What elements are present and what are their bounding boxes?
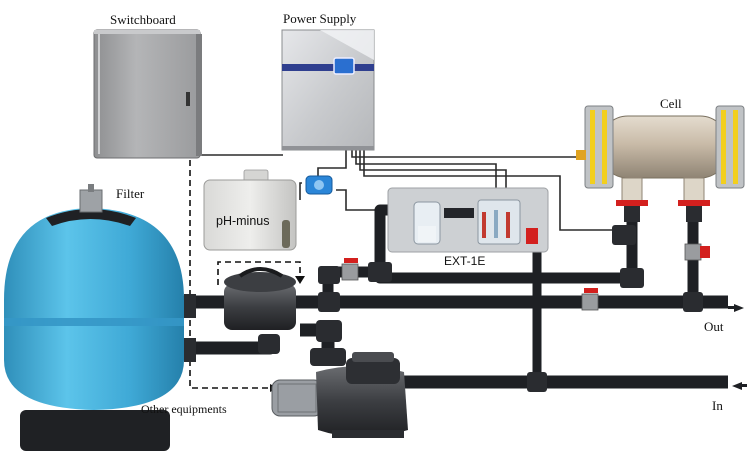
pump-basket-lid bbox=[352, 352, 394, 362]
label-switchboard: Switchboard bbox=[110, 12, 176, 27]
dashed-control-lines bbox=[189, 160, 301, 389]
pump-motor-fins bbox=[277, 383, 317, 413]
tee-fitting-out bbox=[683, 292, 703, 312]
arrow-left-icon bbox=[732, 382, 742, 390]
ext-1e-panel bbox=[387, 187, 549, 253]
switchboard-cabinet bbox=[93, 29, 202, 159]
cable-power-supply-to-ext-2 bbox=[359, 150, 507, 190]
label-filter: Filter bbox=[116, 186, 145, 201]
tee-fitting-bypass bbox=[318, 266, 340, 284]
cable-power-supply-to-dosing-pump bbox=[317, 150, 347, 180]
cell-flange-bolts bbox=[590, 110, 738, 184]
power-supply-display-icon bbox=[333, 57, 355, 75]
multiport-valve bbox=[224, 267, 296, 330]
tee-fitting-cell bbox=[612, 225, 636, 245]
dashed-line-valve-loop bbox=[217, 261, 301, 285]
switchboard-handle bbox=[186, 92, 190, 106]
electrolysis-cell bbox=[576, 105, 745, 222]
sand-filter bbox=[4, 184, 196, 451]
circulation-pump bbox=[271, 348, 408, 438]
tee-fitting-ext bbox=[368, 262, 392, 282]
label-power-supply: Power Supply bbox=[283, 11, 357, 26]
cable-ph-tube bbox=[286, 182, 392, 211]
tee-fitting-bypass-out bbox=[318, 292, 340, 312]
cell-port-right bbox=[683, 177, 705, 203]
label-other-equipments: Other equipments bbox=[141, 402, 227, 416]
tee-fitting-in bbox=[527, 372, 547, 392]
red-valve-2 bbox=[581, 288, 599, 311]
cable-power-supply-to-ext-1 bbox=[355, 150, 497, 190]
cell-terminal bbox=[576, 150, 586, 160]
power-supply-unit bbox=[281, 29, 375, 151]
filter-valve bbox=[79, 189, 103, 213]
ph-probe bbox=[282, 220, 290, 248]
cable-power-supply-to-ext-3 bbox=[363, 150, 612, 231]
cell-port-left bbox=[621, 177, 643, 203]
power-supply-stripe bbox=[282, 64, 374, 71]
label-ext-1e: EXT-1E bbox=[444, 254, 486, 268]
arrow-right-icon bbox=[734, 304, 744, 312]
tee-fitting-feed bbox=[620, 268, 644, 288]
dashed-line-switchboard-to-pump bbox=[189, 160, 270, 389]
ph-minus-canister bbox=[203, 169, 297, 251]
dosing-pump bbox=[305, 175, 333, 195]
label-ph-minus: pH-minus bbox=[216, 214, 270, 228]
label-in: In bbox=[712, 398, 723, 413]
elbow-filter-lower bbox=[258, 334, 280, 354]
arrow-down-icon bbox=[295, 276, 305, 284]
label-out: Out bbox=[704, 319, 724, 334]
label-cell: Cell bbox=[660, 96, 682, 111]
red-valve-3 bbox=[684, 243, 710, 261]
pipe-fittings bbox=[258, 225, 703, 392]
red-valve-1 bbox=[341, 258, 359, 281]
elbow-pump bbox=[316, 320, 342, 342]
